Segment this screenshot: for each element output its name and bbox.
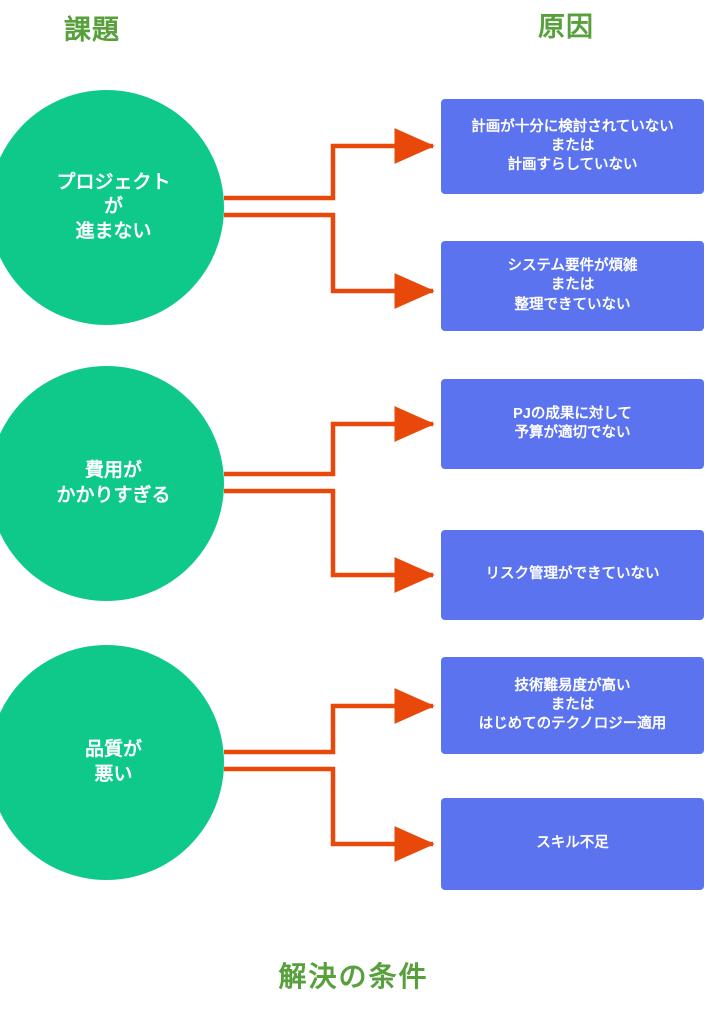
column-header-issue: 課題 — [64, 15, 120, 45]
connector-g1-c1 — [224, 128, 435, 201]
cause-box-3-1-label: 技術難易度が高い または はじめてのテクノロジー適用 — [478, 677, 667, 733]
connector-g2-c1 — [224, 406, 435, 477]
issue-circle-2[interactable]: 費用が かかりすぎる — [0, 366, 224, 601]
issue-circle-2-label: 費用が かかりすぎる — [56, 460, 171, 506]
cause-box-2-2[interactable]: リスク管理ができていない — [441, 530, 704, 620]
issue-circle-1[interactable]: プロジェクト が 進まない — [0, 90, 224, 325]
cause-box-1-2[interactable]: システム要件が煩雑 または 整理できていない — [441, 241, 704, 331]
connector-g3-c1 — [224, 688, 435, 755]
cause-box-1-1-label: 計画が十分に検討されていない または 計画すらしていない — [471, 118, 674, 174]
cause-box-3-2[interactable]: スキル不足 — [441, 798, 704, 890]
cause-box-1-1[interactable]: 計画が十分に検討されていない または 計画すらしていない — [441, 99, 704, 194]
column-header-cause: 原因 — [538, 12, 594, 42]
footer-title: 解決の条件 — [278, 961, 429, 992]
cause-box-3-1[interactable]: 技術難易度が高い または はじめてのテクノロジー適用 — [441, 657, 704, 754]
cause-box-2-1[interactable]: PJの成果に対して 予算が適切でない — [441, 379, 704, 469]
connector-g1-c2 — [224, 212, 435, 309]
issue-circle-3-label: 品質が 悪い — [84, 739, 142, 785]
issue-circle-1-label: プロジェクト が 進まない — [56, 172, 171, 242]
connector-g2-c2 — [224, 488, 435, 593]
cause-box-3-2-label: スキル不足 — [536, 835, 609, 852]
connector-g3-c2 — [224, 766, 435, 862]
cause-box-2-2-label: リスク管理ができていない — [485, 566, 660, 583]
cause-box-2-1-label: PJの成果に対して 予算が適切でない — [513, 405, 632, 441]
cause-box-1-2-label: システム要件が煩雑 または 整理できていない — [507, 258, 638, 313]
issue-circle-3[interactable]: 品質が 悪い — [0, 645, 224, 880]
